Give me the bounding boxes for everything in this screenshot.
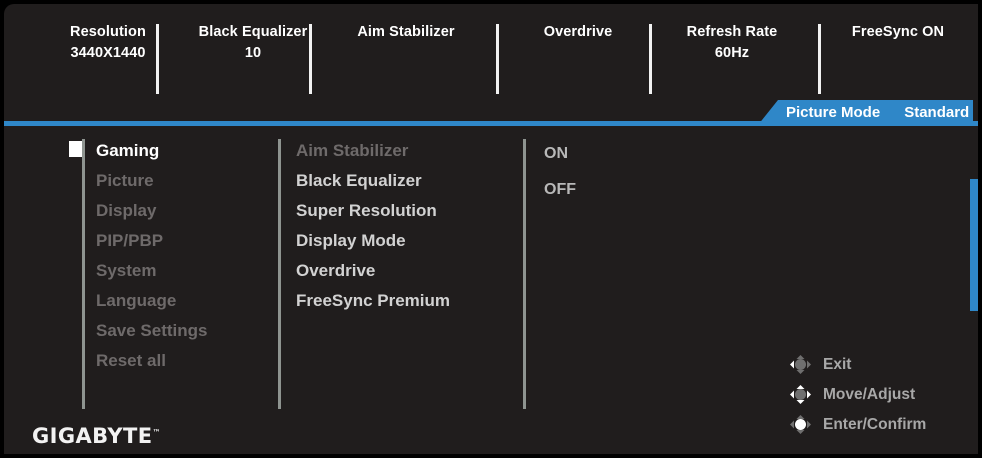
selection-marker-icon [69, 141, 85, 157]
osd-panel: Resolution 3440X1440 Black Equalizer 10 … [4, 4, 978, 454]
status-divider [156, 24, 159, 94]
sidebar-item-reset-all[interactable]: Reset all [96, 351, 166, 370]
sidebar-item-pip-pbp[interactable]: PIP/PBP [96, 231, 164, 250]
sidebar-item-picture[interactable]: Picture [96, 171, 154, 190]
option-off[interactable]: OFF [544, 181, 576, 198]
status-label: Overdrive [543, 24, 613, 40]
submenu-item-overdrive[interactable]: Overdrive [296, 261, 376, 280]
category-list: Gaming Picture Display PIP/PBP System La… [96, 136, 271, 376]
status-item-overdrive: Overdrive [504, 22, 652, 84]
submenu-item-black-equalizer[interactable]: Black Equalizer [296, 171, 422, 190]
brand-logo: GIGABYTE™ [32, 424, 160, 448]
status-divider [649, 24, 652, 94]
sidebar-item-save-settings[interactable]: Save Settings [96, 321, 208, 340]
hint-enter-confirm[interactable]: Enter/Confirm [789, 410, 978, 439]
column-divider-1 [82, 139, 85, 409]
status-label: Refresh Rate [686, 24, 778, 40]
option-list: ON OFF [544, 136, 744, 208]
status-item-black-equalizer: Black Equalizer 10 [174, 22, 332, 84]
brand-name: GIGABYTE [32, 424, 153, 448]
hint-move-adjust[interactable]: Move/Adjust [789, 380, 978, 409]
status-item-resolution: Resolution 3440X1440 [24, 22, 192, 84]
status-label: FreeSync ON [851, 24, 945, 40]
sidebar-item-gaming[interactable]: Gaming [96, 141, 160, 160]
status-item-freesync: FreeSync ON [824, 22, 972, 84]
status-divider [818, 24, 821, 94]
column-divider-2 [278, 139, 281, 409]
trademark-icon: ™ [152, 428, 161, 437]
column-divider-3 [523, 139, 526, 409]
status-value: 60Hz [714, 45, 750, 61]
status-divider [309, 24, 312, 94]
sidebar-item-display[interactable]: Display [96, 201, 157, 220]
status-divider [496, 24, 499, 94]
hint-label: Move/Adjust [823, 385, 916, 403]
status-item-aim-stabilizer: Aim Stabilizer [326, 22, 486, 84]
status-item-refresh-rate: Refresh Rate 60Hz [654, 22, 810, 84]
status-value: 10 [244, 45, 262, 61]
picture-mode-ribbon[interactable]: Picture Mode Standard [758, 100, 974, 125]
hint-label: Exit [823, 355, 852, 373]
status-value: 3440X1440 [70, 45, 146, 61]
picture-mode-label: Picture Mode [786, 104, 881, 121]
sidebar-item-system[interactable]: System [96, 261, 157, 280]
hint-exit[interactable]: Exit [789, 350, 978, 379]
hint-label: Enter/Confirm [823, 415, 927, 433]
picture-mode-value: Standard [904, 104, 970, 121]
menu-columns: Gaming Picture Display PIP/PBP System La… [4, 126, 978, 454]
submenu-item-super-resolution[interactable]: Super Resolution [296, 201, 437, 220]
status-label: Black Equalizer [198, 24, 308, 40]
joystick-left-icon [790, 355, 811, 374]
sidebar-item-language[interactable]: Language [96, 291, 177, 310]
option-on[interactable]: ON [544, 145, 568, 162]
header-divider-line [4, 121, 978, 126]
status-bar: Resolution 3440X1440 Black Equalizer 10 … [4, 4, 978, 121]
status-label: Aim Stabilizer [357, 24, 455, 40]
submenu-list: Aim Stabilizer Black Equalizer Super Res… [296, 136, 511, 316]
submenu-item-aim-stabilizer[interactable]: Aim Stabilizer [296, 141, 409, 160]
joystick-move-icon [790, 385, 811, 404]
status-label: Resolution [70, 24, 146, 40]
submenu-item-freesync-premium[interactable]: FreeSync Premium [296, 291, 451, 310]
submenu-item-display-mode[interactable]: Display Mode [296, 231, 406, 250]
navigation-hints: Exit Move/Adjust [789, 350, 978, 440]
scrollbar-thumb[interactable] [970, 179, 978, 311]
joystick-press-icon [790, 415, 811, 434]
